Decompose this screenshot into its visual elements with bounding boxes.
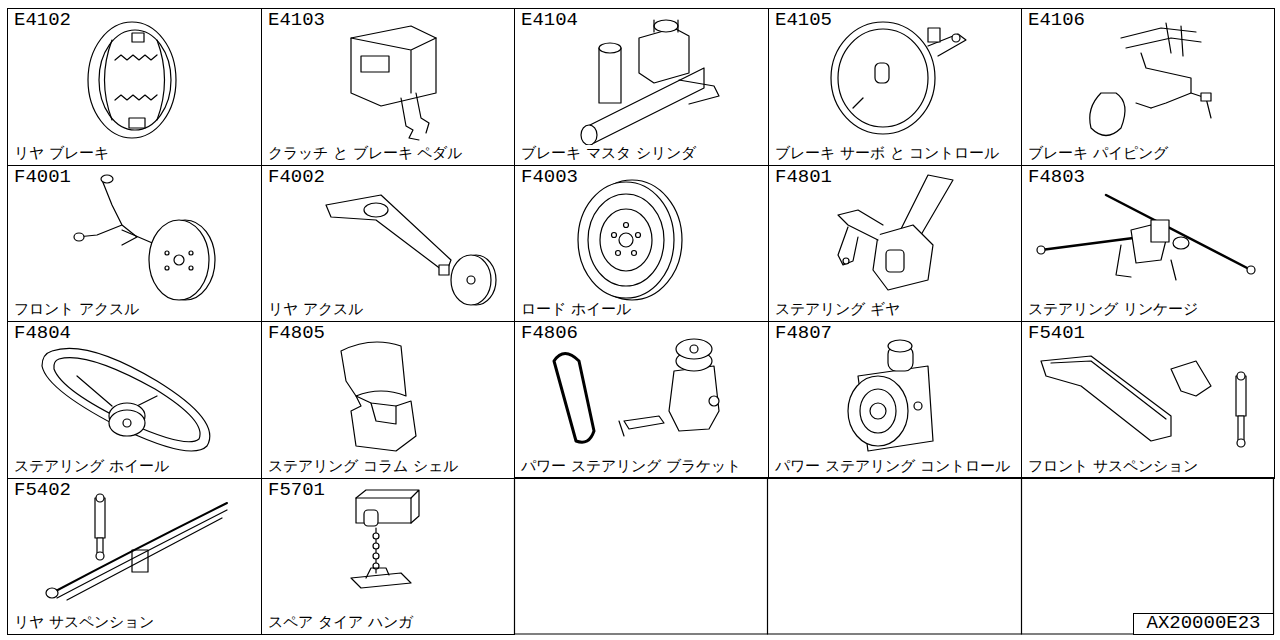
part-code: F5402 [14, 481, 71, 500]
part-group-name: ロード ホイール [521, 301, 631, 318]
part-group-name: ステアリング ギヤ [775, 301, 900, 318]
part-code: F4805 [268, 324, 325, 343]
part-group-name: ステアリング コラム シェル [268, 458, 458, 475]
part-code: F4001 [14, 168, 71, 187]
catalog-cell: E4105 ブレーキ サーボ と コントロール [768, 8, 1022, 166]
part-code: F5701 [268, 481, 325, 500]
part-code: F4002 [268, 168, 325, 187]
catalog-cell: F4806 パワー ステアリング ブラケット [514, 321, 769, 479]
rear-brake-drawing [88, 22, 176, 138]
part-group-name: ステアリング ホイール [14, 458, 169, 475]
road-wheel-drawing [578, 180, 682, 300]
brake-servo-drawing [831, 22, 966, 134]
part-group-name: リヤ ブレーキ [14, 145, 109, 162]
catalog-cell: F4003 ロード ホイール [514, 165, 769, 322]
part-code: F4801 [775, 168, 832, 187]
steering-wheel-drawing [42, 348, 210, 451]
part-group-name: パワー ステアリング ブラケット [521, 458, 741, 475]
part-group-name: パワー ステアリング コントロール [775, 458, 1010, 475]
front-suspension-drawing [1041, 356, 1246, 447]
part-code: F4003 [521, 168, 578, 187]
catalog-cell: F4807 パワー ステアリング コントロール [768, 321, 1022, 479]
part-code: F4807 [775, 324, 832, 343]
catalog-cell: E4102 リヤ ブレーキ [7, 8, 262, 166]
part-code: E4105 [775, 11, 832, 30]
part-code: F4804 [14, 324, 71, 343]
part-group-name: リヤ サスペンション [14, 614, 154, 631]
catalog-cell: E4104 ブレーキ マスタ シリンダ [514, 8, 769, 166]
steering-linkage-drawing [1037, 195, 1255, 280]
front-axle-drawing [74, 175, 215, 300]
brake-piping-drawing [1090, 23, 1211, 136]
ps-bracket-drawing [554, 339, 719, 442]
rear-suspension-drawing [46, 494, 227, 600]
catalog-cell: E4106 ブレーキ パイピング [1021, 8, 1275, 166]
part-group-name: フロント サスペンション [1028, 458, 1198, 475]
ps-control-drawing [848, 340, 933, 451]
catalog-cell: F5401 フロント サスペンション [1021, 321, 1275, 479]
part-code: F5401 [1028, 324, 1085, 343]
catalog-cell: E4103 クラッチ と ブレーキ ペダル [261, 8, 515, 166]
rear-axle-drawing [326, 195, 496, 305]
part-group-name: リヤ アクスル [268, 301, 363, 318]
catalog-cell: F4002 リヤ アクスル [261, 165, 515, 322]
part-group-name: クラッチ と ブレーキ ペダル [268, 145, 462, 162]
catalog-cell: F4001 フロント アクスル [7, 165, 262, 322]
part-group-name: フロント アクスル [14, 301, 139, 318]
pedal-drawing [351, 26, 436, 140]
part-group-name: ブレーキ マスタ シリンダ [521, 145, 696, 162]
part-group-name: スペア タイア ハンガ [268, 614, 413, 631]
part-code: E4106 [1028, 11, 1085, 30]
part-group-name: ステアリング リンケージ [1028, 301, 1198, 318]
part-code: E4104 [521, 11, 578, 30]
steering-gear-drawing [838, 175, 953, 290]
column-shell-drawing [341, 342, 416, 451]
part-group-name: ブレーキ サーボ と コントロール [775, 145, 999, 162]
part-code: E4102 [14, 11, 71, 30]
part-code: AX20000E23 [1146, 614, 1260, 633]
drawing-number-box: AX20000E23 [1133, 613, 1274, 635]
catalog-cell: F4803 ステアリング リンケージ [1021, 165, 1275, 322]
part-code: F4803 [1028, 168, 1085, 187]
empty-cells [515, 478, 1274, 635]
catalog-cell: F4805 ステアリング コラム シェル [261, 321, 515, 479]
part-code: F4806 [521, 324, 578, 343]
catalog-cell: F4801 ステアリング ギヤ [768, 165, 1022, 322]
catalog-cell: F4804 ステアリング ホイール [7, 321, 262, 479]
catalog-cell: F5701 スペア タイア ハンガ [261, 478, 515, 635]
part-group-name: ブレーキ パイピング [1028, 145, 1168, 162]
master-cylinder-drawing [581, 20, 719, 145]
catalog-cell: F5402 リヤ サスペンション [7, 478, 262, 635]
spare-tire-hanger-drawing [351, 490, 419, 588]
part-code: E4103 [268, 11, 325, 30]
